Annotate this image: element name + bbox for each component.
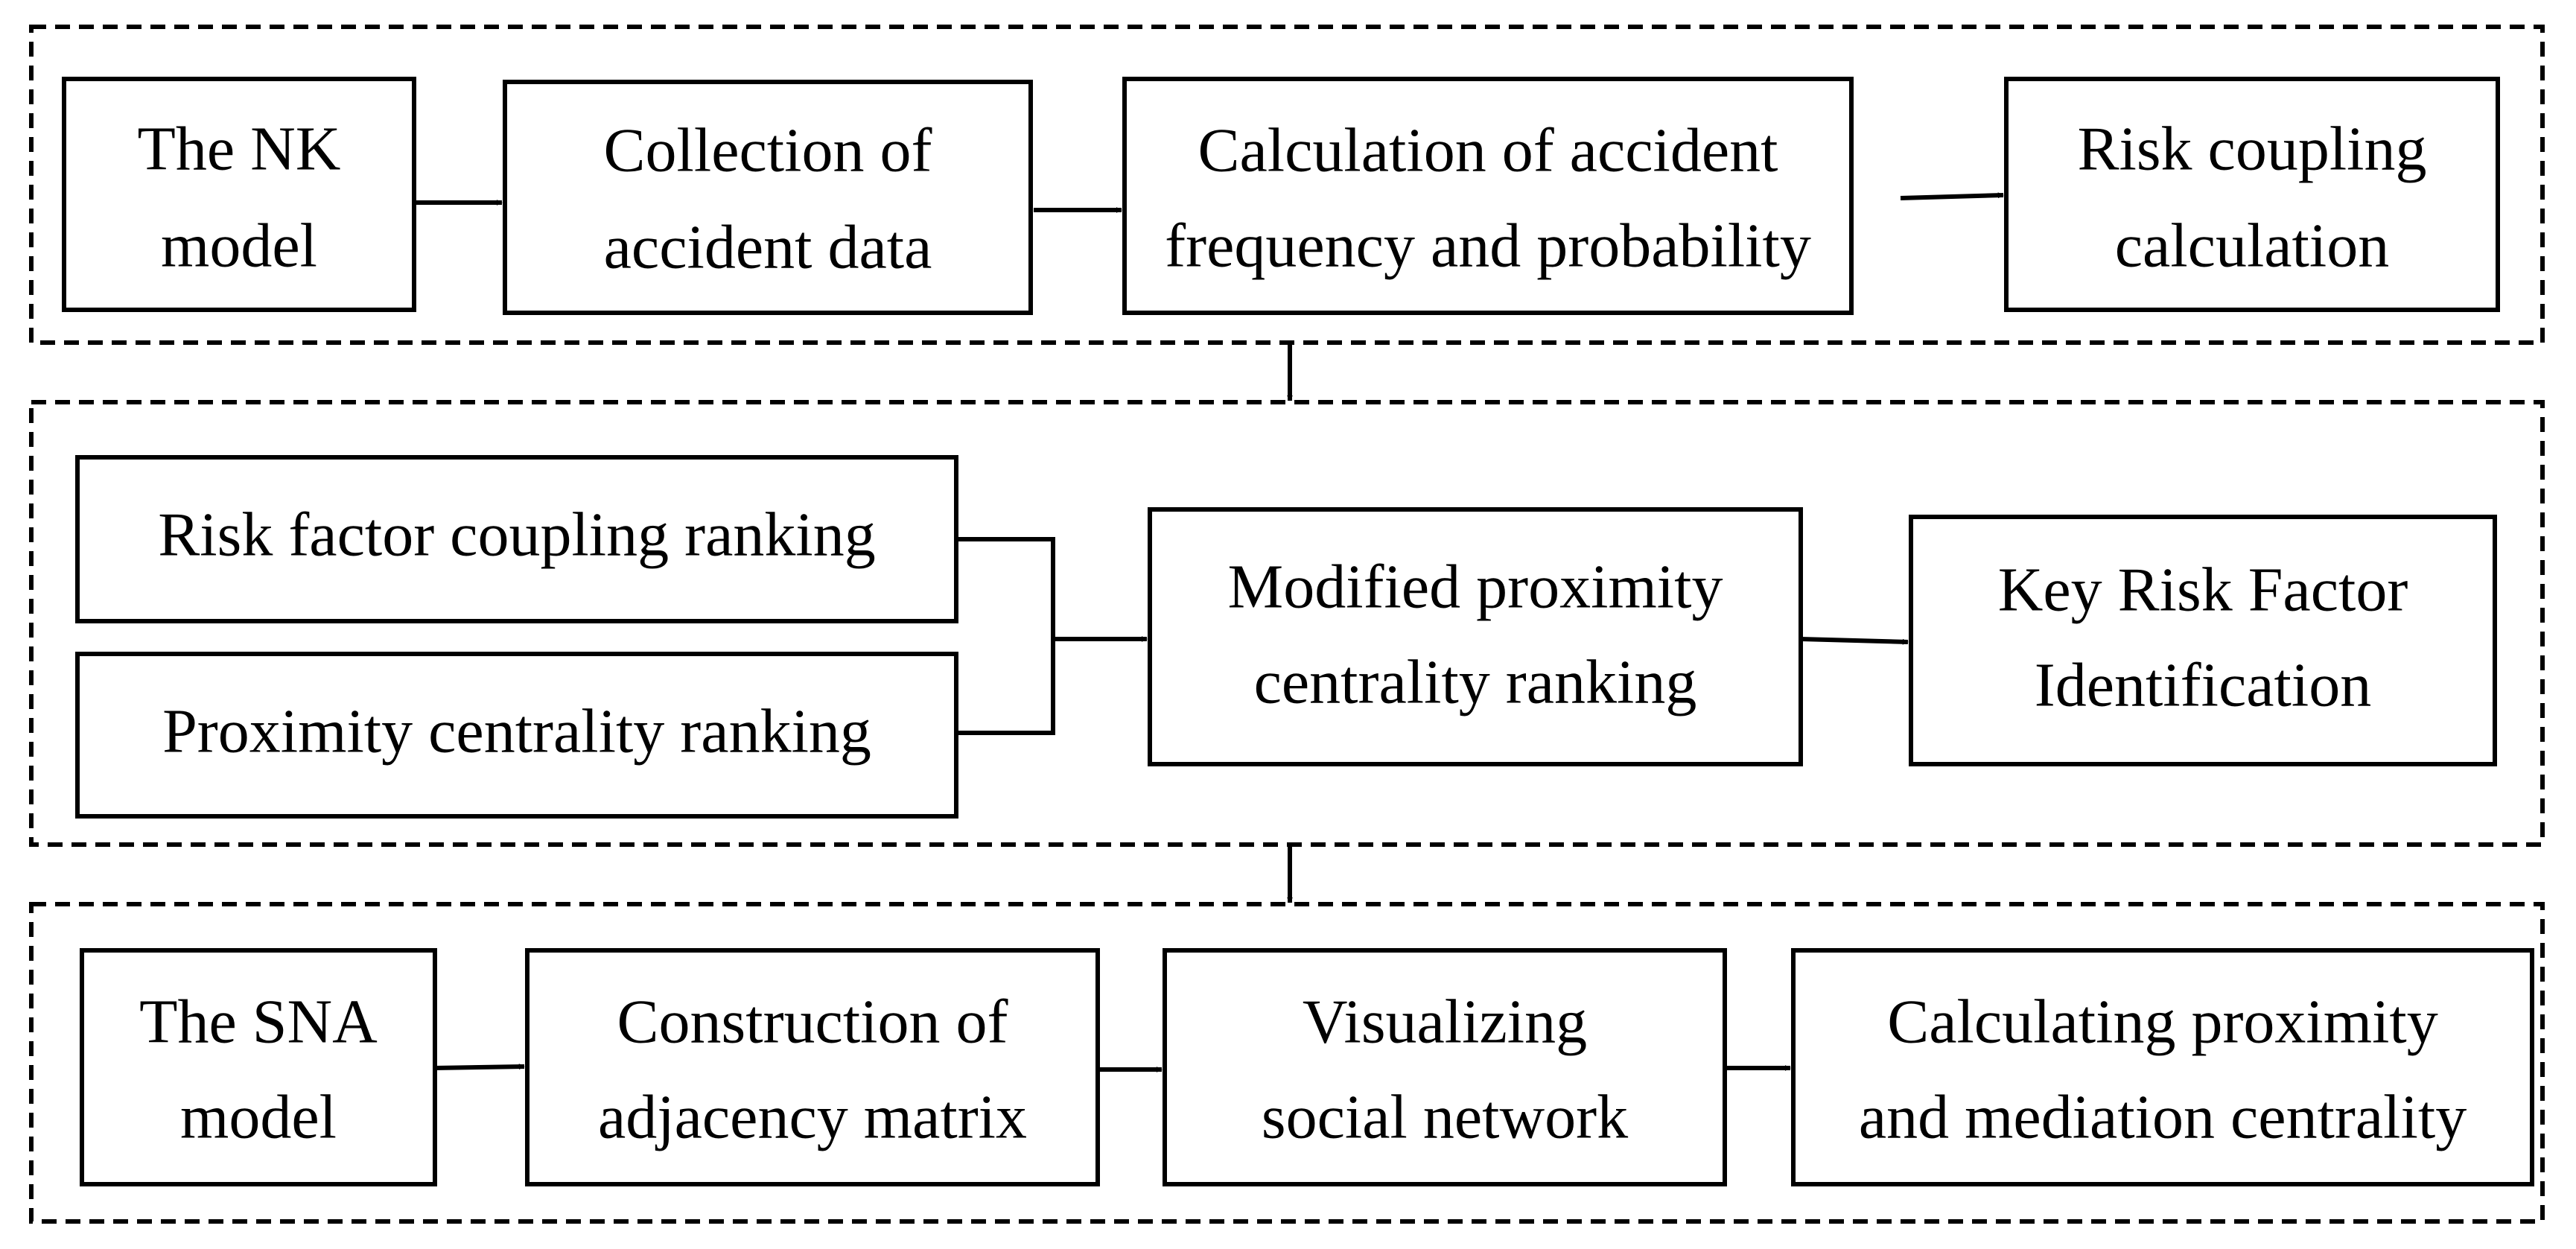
box-text-line: calculation: [2115, 211, 2389, 280]
box-text-line: model: [180, 1082, 337, 1151]
stage-1-frame: [29, 25, 2545, 345]
box-text-line: Modified proximity: [1228, 552, 1723, 621]
sna-model-box: The SNA model: [80, 948, 437, 1186]
box-text-line: Calculation of accident: [1198, 115, 1778, 185]
calculating-centrality-box: Calculating proximity and mediation cent…: [1791, 948, 2534, 1186]
box-text-line: Proximity centrality ranking: [162, 696, 871, 766]
connector-coupling-ranking-to-merge: [956, 537, 1055, 639]
arrow-sna-to-adjacency: [434, 1064, 525, 1070]
proximity-centrality-ranking-box: Proximity centrality ranking: [75, 652, 958, 819]
adjacency-matrix-box: Construction of adjacency matrix: [525, 948, 1100, 1186]
box-text-line: Identification: [2035, 650, 2371, 719]
modified-proximity-ranking-box: Modified proximity centrality ranking: [1148, 507, 1803, 766]
box-text-line: social network: [1262, 1082, 1628, 1151]
box-text-line: Risk factor coupling ranking: [158, 500, 875, 569]
nk-model-box: The NK model: [62, 77, 416, 312]
box-text-line: Risk coupling: [2077, 114, 2426, 183]
box-text-line: frequency and probability: [1165, 211, 1811, 280]
frequency-probability-box: Calculation of accident frequency and pr…: [1122, 77, 1854, 315]
box-text-line: adjacency matrix: [598, 1082, 1027, 1151]
stage-3-frame: [29, 902, 2545, 1224]
box-text-line: centrality ranking: [1254, 647, 1697, 716]
risk-factor-coupling-ranking-box: Risk factor coupling ranking: [75, 455, 958, 623]
box-text-line: Visualizing: [1303, 987, 1587, 1056]
box-text-line: model: [161, 211, 317, 280]
arrow-modified-to-key-risk: [1800, 637, 1909, 645]
box-text-line: Construction of: [617, 987, 1008, 1056]
box-text-line: Key Risk Factor: [1998, 555, 2408, 624]
box-text-line: and mediation centrality: [1859, 1082, 2467, 1151]
box-text-line: Calculating proximity: [1887, 987, 2438, 1056]
box-text-line: The NK: [138, 114, 341, 183]
arrow-calculation-to-coupling: [1900, 192, 2004, 200]
risk-coupling-calculation-box: Risk coupling calculation: [2004, 77, 2500, 312]
stage-2-frame: [29, 400, 2545, 847]
box-text-line: accident data: [604, 212, 932, 282]
connector-proximity-ranking-to-merge: [956, 639, 1055, 735]
box-text-line: The SNA: [139, 987, 378, 1056]
key-risk-factor-identification-box: Key Risk Factor Identification: [1909, 515, 2497, 766]
visualizing-social-network-box: Visualizing social network: [1163, 948, 1727, 1186]
collection-accident-data-box: Collection of accident data: [503, 80, 1033, 315]
box-text-line: Collection of: [604, 115, 932, 185]
